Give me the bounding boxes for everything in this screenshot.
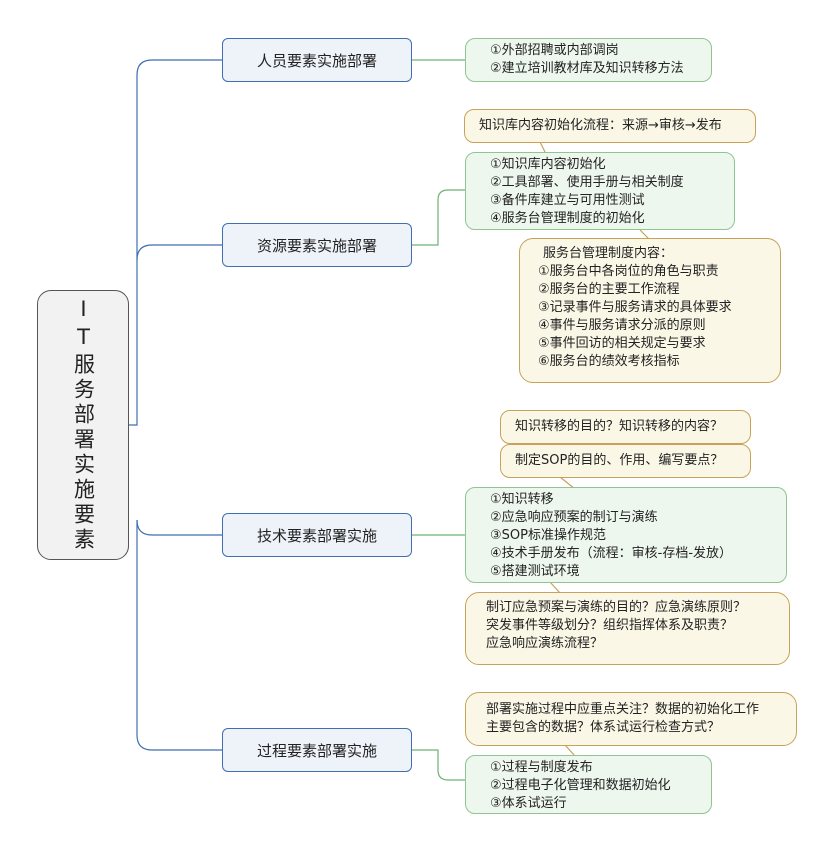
detail-line: ②服务台的主要工作流程 (538, 282, 680, 297)
detail-line: ①服务台中各岗位的角色与职责 (538, 264, 719, 279)
list-item: ②应急响应预案的制订与演练 (490, 510, 658, 525)
list-item: ⑤搭建测试环境 (490, 564, 580, 579)
callout-text: 制定SOP的目的、作用、编写要点？ (515, 453, 724, 468)
list-item: ③体系试运行 (490, 796, 567, 811)
list-item: ②过程电子化管理和数据初始化 (490, 778, 671, 793)
branch-resources[interactable]: 资源要素实施部署 (222, 223, 412, 267)
knowledge-flow-note[interactable]: 知识库内容初始化流程：来源→审核→发布 (464, 109, 756, 143)
technology-items[interactable]: ①知识转移 ②应急响应预案的制订与演练 ③SOP标准操作规范 ④技术手册发布（流… (465, 487, 787, 583)
list-item: ②工具部署、使用手册与相关制度 (490, 175, 684, 190)
detail-heading: 服务台管理制度内容： (543, 246, 674, 261)
process-items[interactable]: ①过程与制度发布 ②过程电子化管理和数据初始化 ③体系试运行 (465, 755, 712, 814)
list-item: ①过程与制度发布 (490, 760, 593, 775)
list-item: ③备件库建立与可用性测试 (490, 193, 645, 208)
sop-note[interactable]: 制定SOP的目的、作用、编写要点？ (500, 444, 751, 478)
branch-process[interactable]: 过程要素部署实施 (222, 728, 412, 772)
detail-line: ④事件与服务请求分派的原则 (538, 318, 706, 333)
personnel-items[interactable]: ①外部招聘或内部调岗 ②建立培训教材库及知识转移方法 (465, 38, 712, 82)
branch-label: 人员要素实施部署 (256, 51, 377, 70)
detail-line: ⑥服务台的绩效考核指标 (538, 354, 680, 369)
question-line: 应急响应演练流程？ (486, 636, 604, 651)
knowledge-transfer-note[interactable]: 知识转移的目的？知识转移的内容？ (500, 410, 751, 444)
root-title: IT服务部署实施要素 (71, 297, 96, 553)
list-item: ①知识库内容初始化 (490, 157, 606, 172)
question-line: 突发事件等级划分？组织指挥体系及职责？ (486, 618, 734, 633)
list-item: ③SOP标准操作规范 (490, 528, 606, 543)
list-item: ②建立培训教材库及知识转移方法 (490, 61, 684, 76)
question-line: 制订应急预案与演练的目的？应急演练原则？ (486, 600, 747, 615)
process-questions[interactable]: 部署实施过程中应重点关注？数据的初始化工作 主要包含的数据？体系试运行检查方式？ (465, 692, 797, 746)
branch-personnel[interactable]: 人员要素实施部署 (222, 38, 412, 82)
question-line: 主要包含的数据？体系试运行检查方式？ (486, 720, 721, 735)
callout-text: 知识库内容初始化流程：来源→审核→发布 (479, 118, 722, 133)
branch-label: 过程要素部署实施 (256, 741, 377, 760)
service-desk-detail[interactable]: 服务台管理制度内容： ①服务台中各岗位的角色与职责 ②服务台的主要工作流程 ③记… (519, 238, 781, 383)
detail-line: ③记录事件与服务请求的具体要求 (538, 300, 732, 315)
list-item: ①外部招聘或内部调岗 (490, 43, 619, 58)
list-item: ④技术手册发布（流程：审核-存档-发放） (490, 546, 733, 561)
branch-label: 资源要素实施部署 (256, 236, 377, 255)
branch-technology[interactable]: 技术要素部署实施 (222, 513, 412, 557)
emergency-questions[interactable]: 制订应急预案与演练的目的？应急演练原则？ 突发事件等级划分？组织指挥体系及职责？… (465, 592, 790, 665)
callout-text: 知识转移的目的？知识转移的内容？ (515, 419, 724, 434)
question-line: 部署实施过程中应重点关注？数据的初始化工作 (486, 702, 760, 717)
root-topic[interactable]: IT服务部署实施要素 (37, 290, 129, 560)
detail-line: ⑤事件回访的相关规定与要求 (538, 336, 706, 351)
branch-label: 技术要素部署实施 (256, 526, 377, 545)
resources-items[interactable]: ①知识库内容初始化 ②工具部署、使用手册与相关制度 ③备件库建立与可用性测试 ④… (465, 152, 735, 230)
list-item: ④服务台管理制度的初始化 (490, 211, 645, 226)
list-item: ①知识转移 (490, 492, 554, 507)
